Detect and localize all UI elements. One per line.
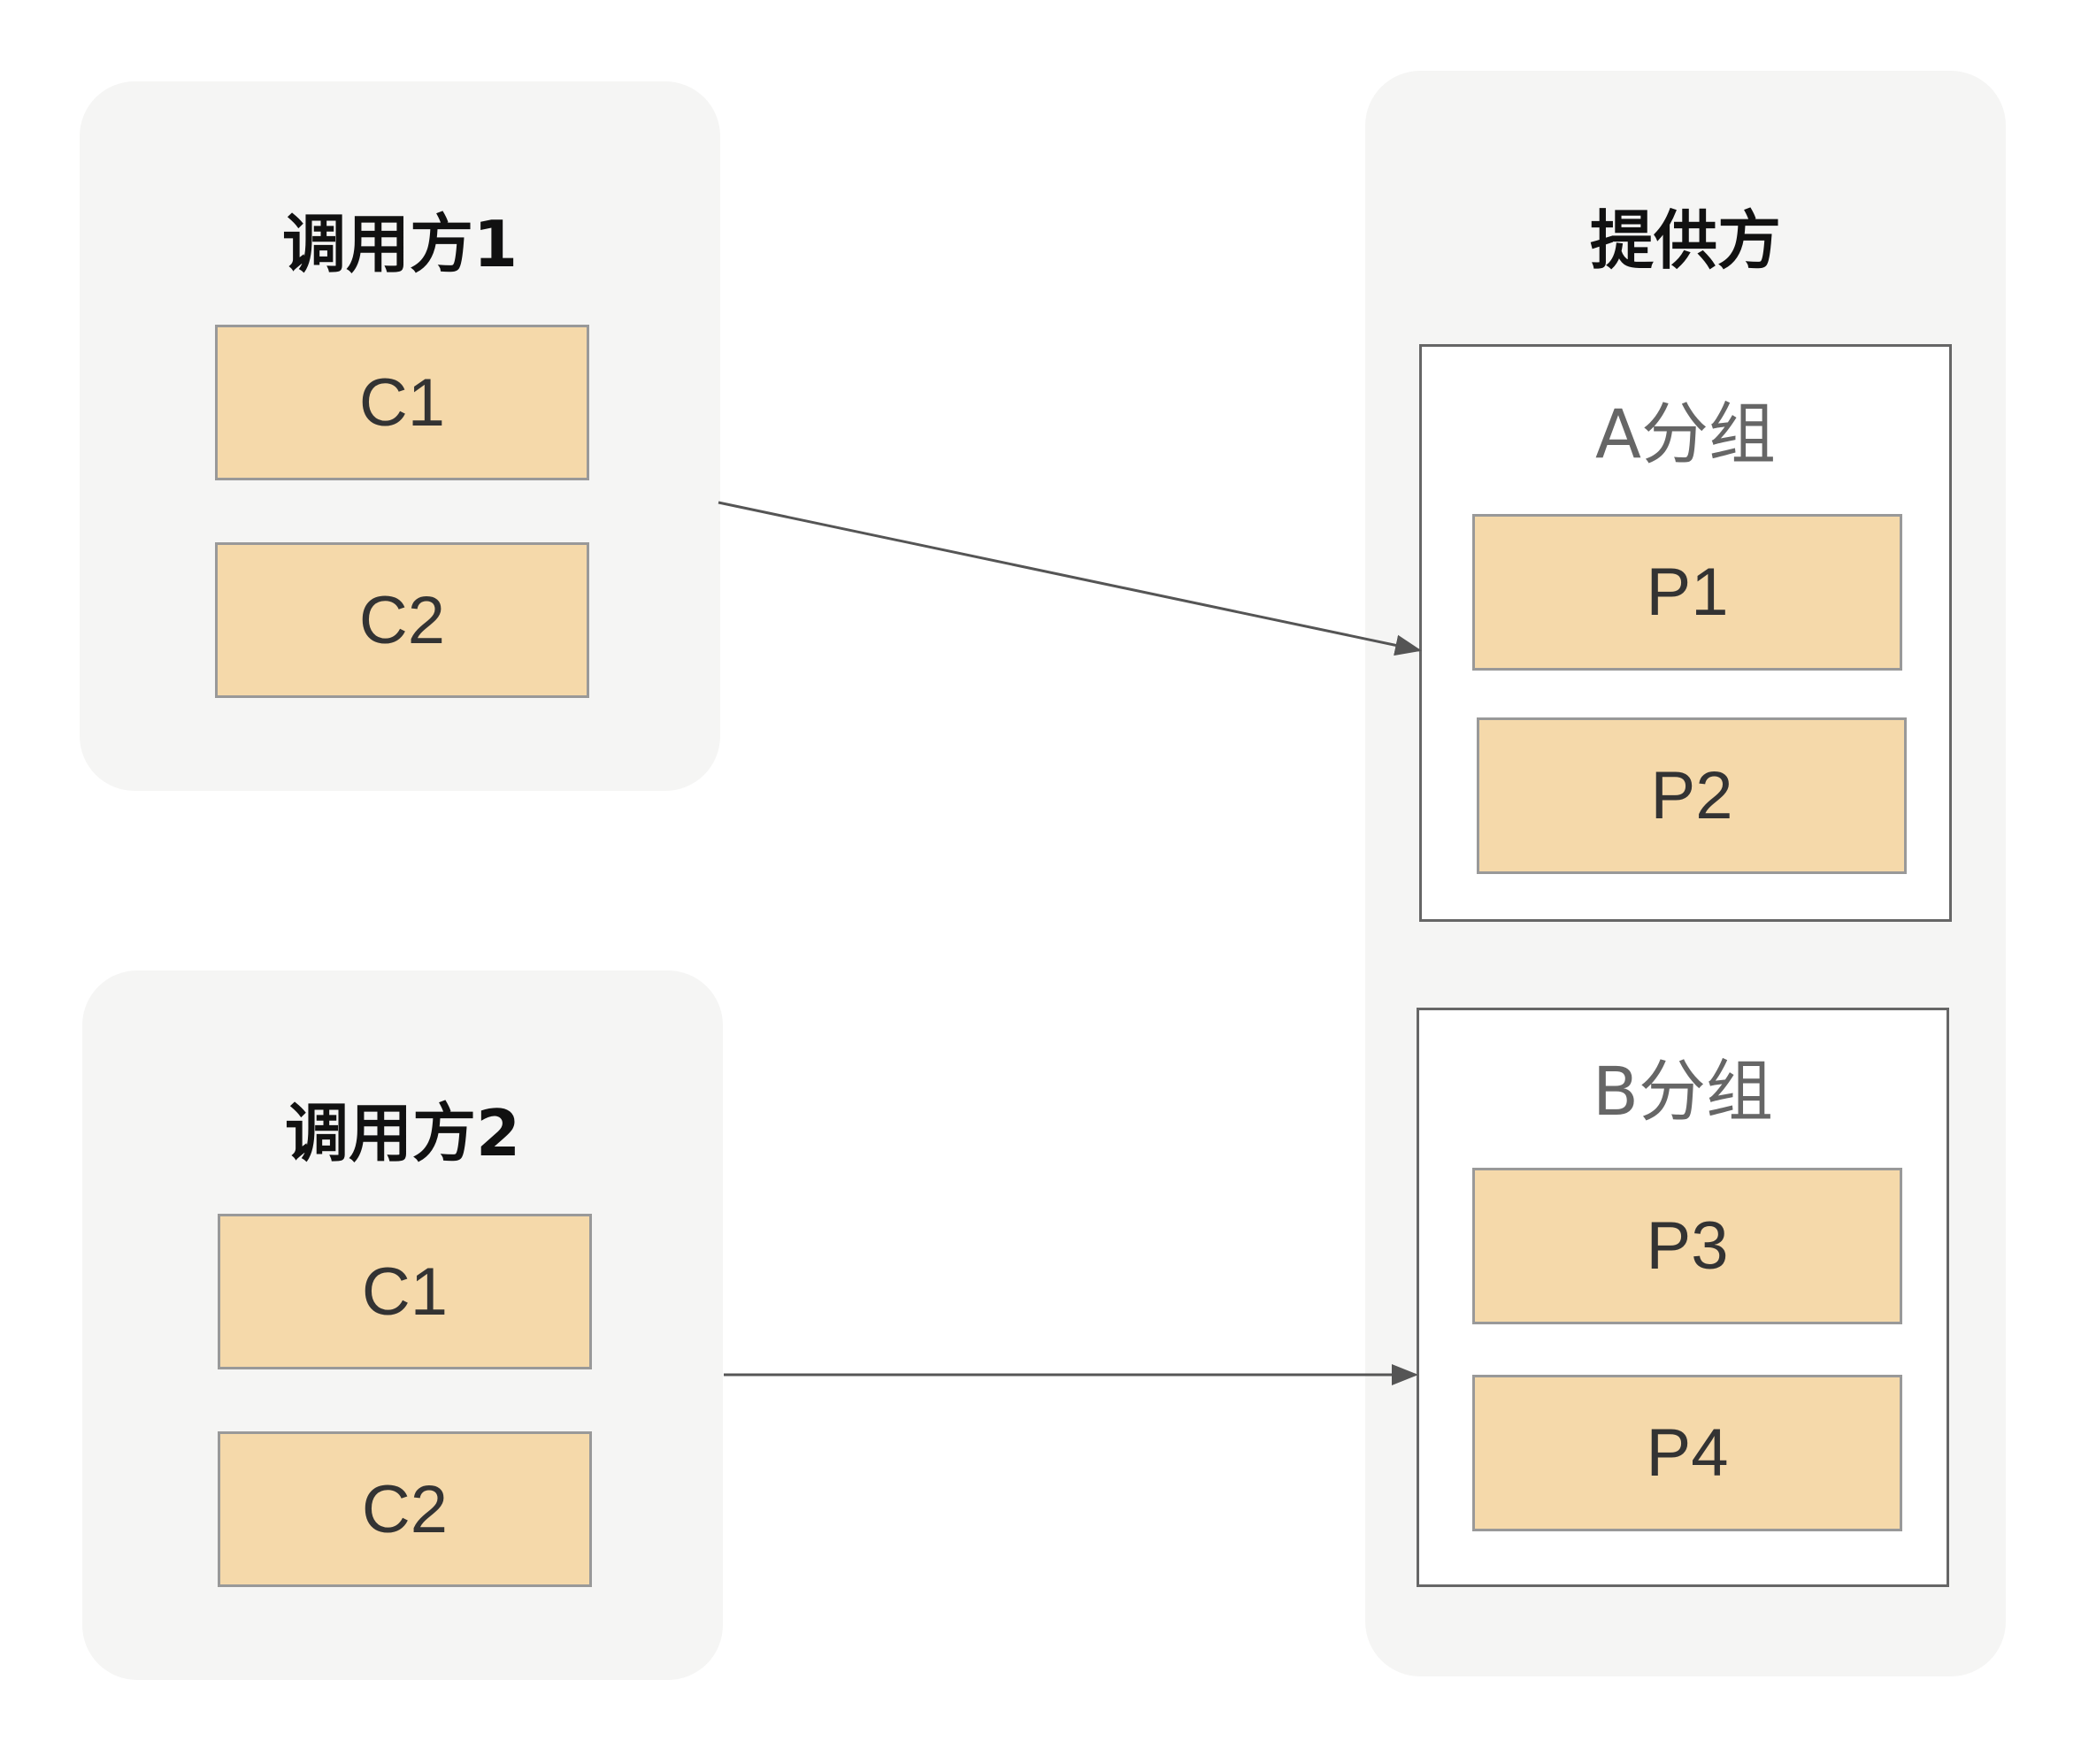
arrow-caller1-to-group-a <box>718 501 1422 656</box>
caller1-title: 调用方1 <box>281 207 518 281</box>
caller1-node-c1: C1 <box>215 325 589 480</box>
caller1-panel: 调用方1 C1 C2 <box>80 81 720 791</box>
group-b-box: B分组 P3 P4 <box>1417 1008 1949 1587</box>
group-a-node-p1: P1 <box>1472 514 1902 671</box>
group-a-title: A分组 <box>1595 395 1776 473</box>
caller1-node-c2: C2 <box>215 542 589 698</box>
caller2-panel: 调用方2 C1 C2 <box>82 970 723 1680</box>
group-a-node-p2: P2 <box>1477 717 1907 874</box>
provider-title: 提供方 <box>1589 203 1781 278</box>
caller2-node-c1: C1 <box>218 1214 592 1369</box>
provider-panel: 提供方 A分组 P1 P2 B分组 P3 P4 <box>1365 71 2006 1676</box>
group-b-title: B分组 <box>1592 1052 1774 1131</box>
group-a-box: A分组 P1 P2 <box>1419 344 1952 922</box>
group-b-node-p4: P4 <box>1472 1375 1902 1531</box>
caller2-title: 调用方2 <box>284 1096 521 1170</box>
group-b-node-p3: P3 <box>1472 1168 1902 1324</box>
caller2-node-c2: C2 <box>218 1431 592 1587</box>
